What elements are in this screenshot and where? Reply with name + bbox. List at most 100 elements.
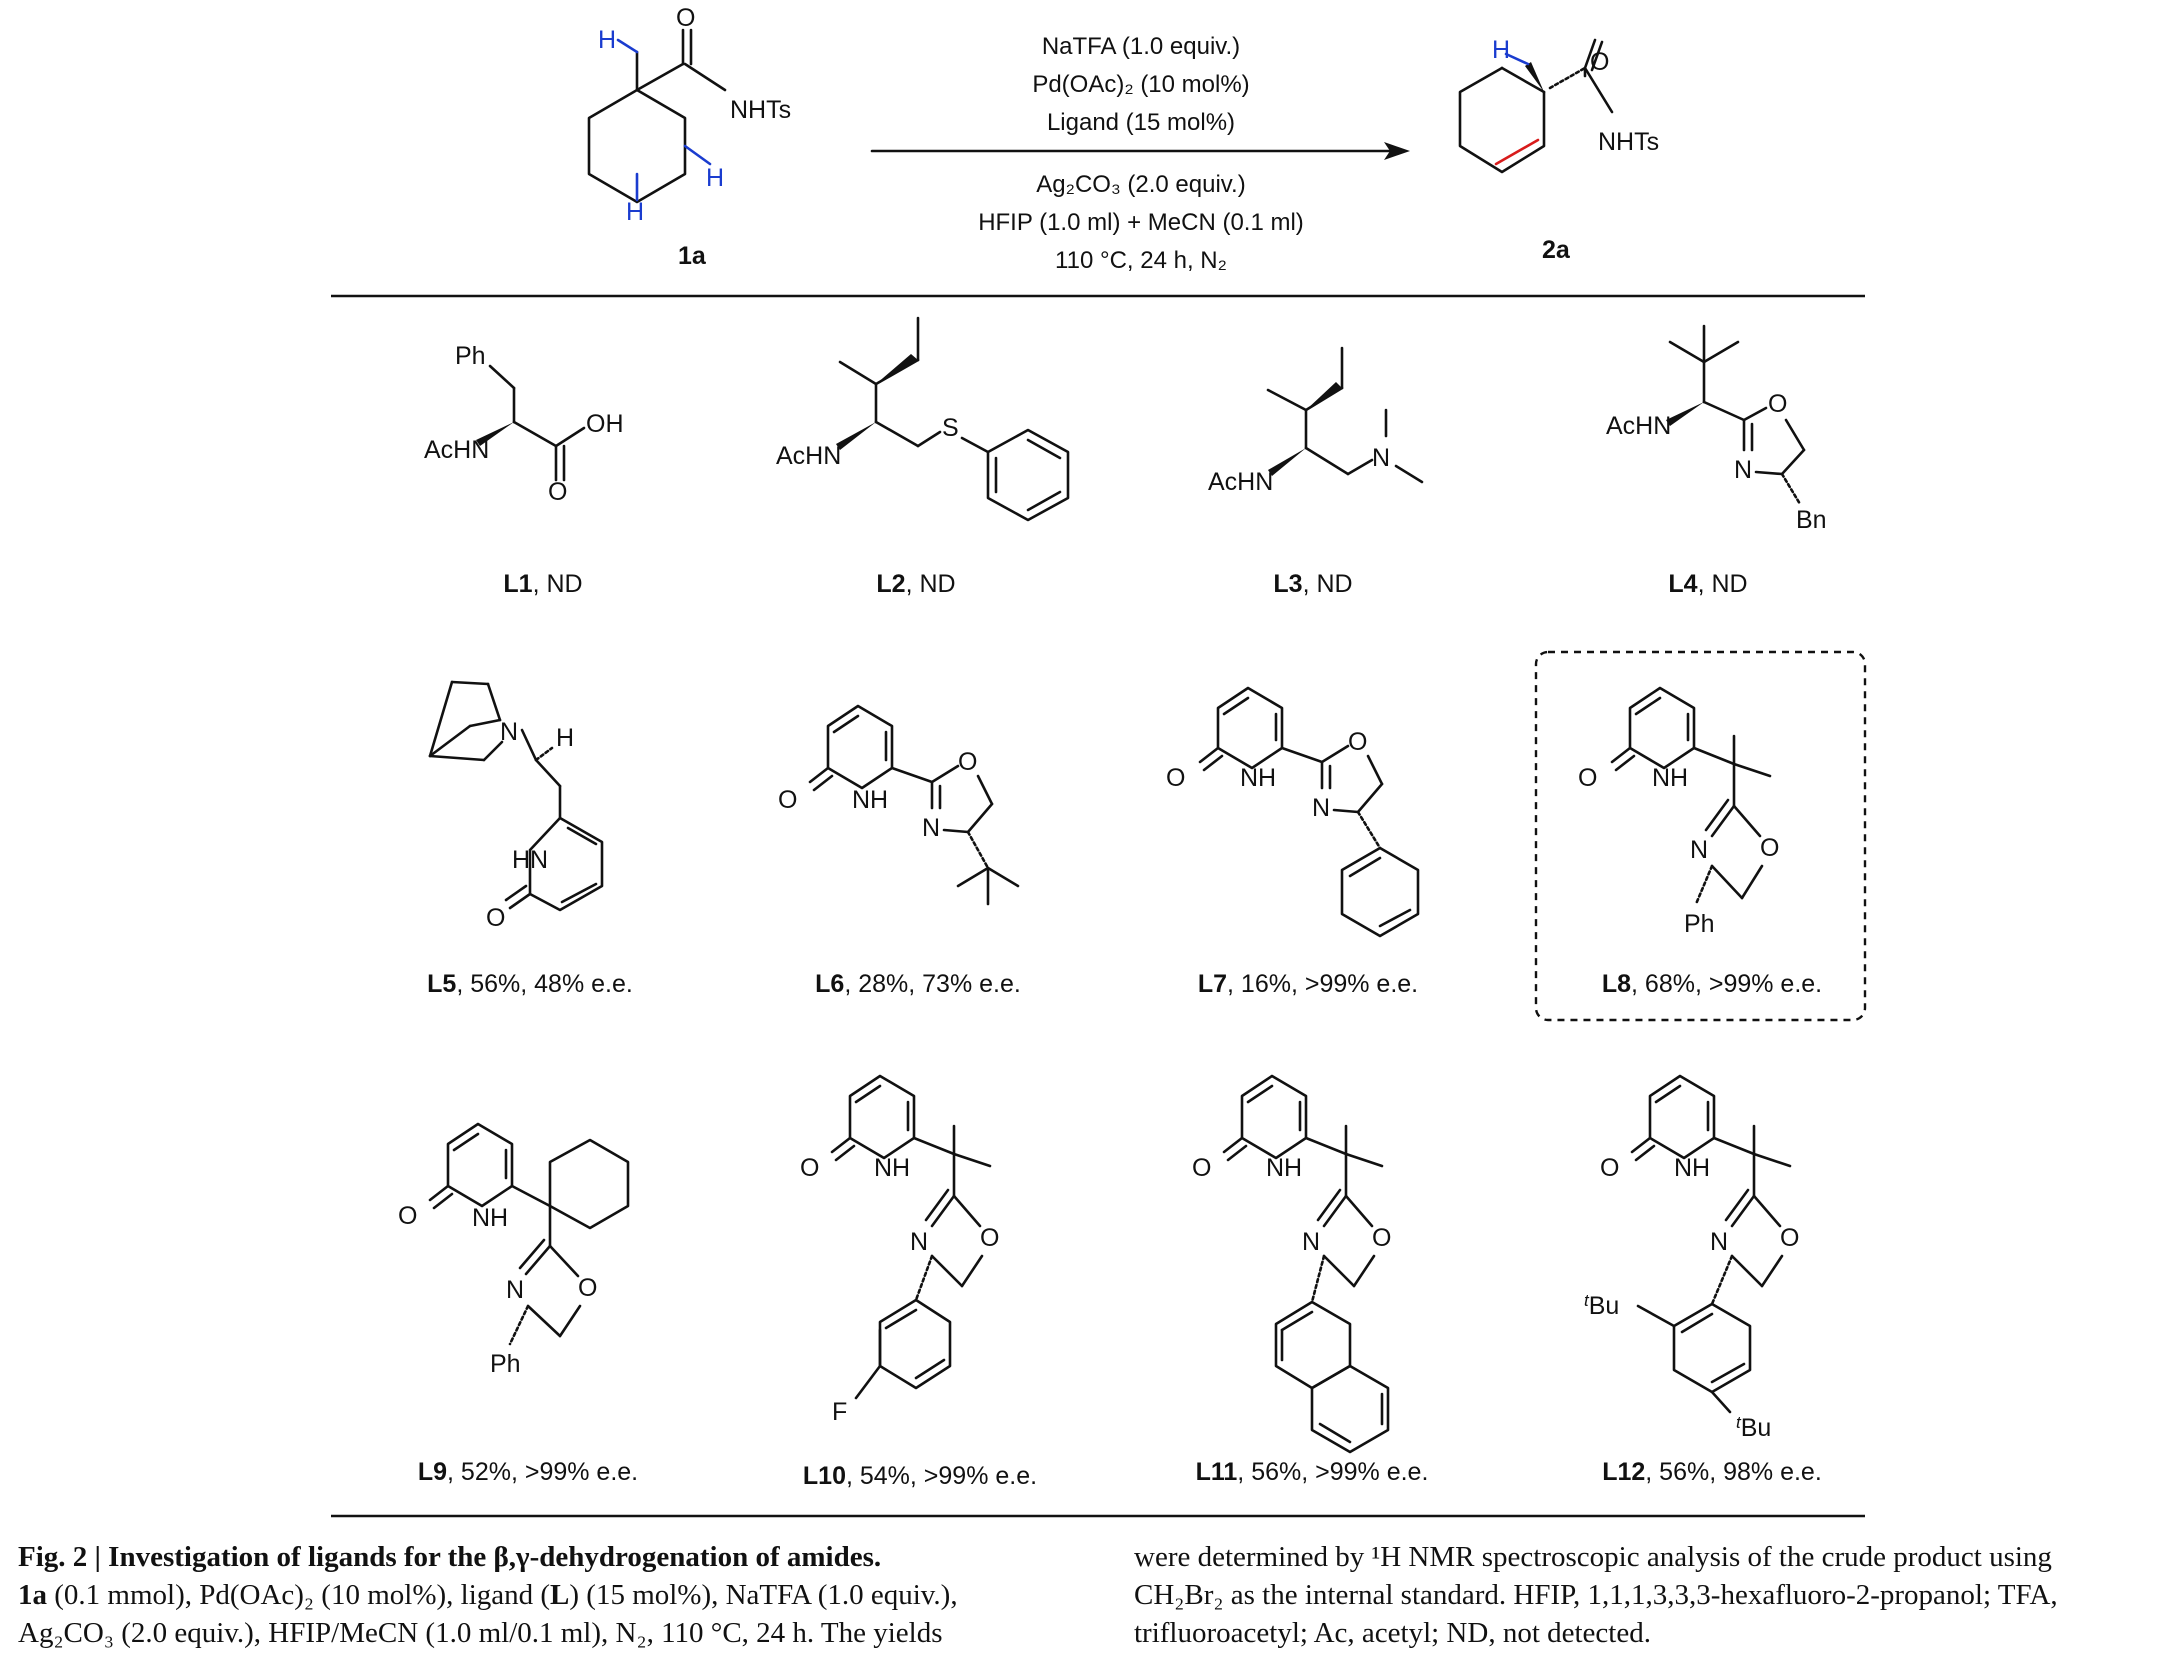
ligand-l10-label: L10, 54%, >99% e.e. <box>803 1462 1037 1490</box>
svg-text:O: O <box>1348 728 1367 756</box>
svg-text:OH: OH <box>586 410 624 438</box>
ligand-l4-structure: AcHN O N Bn <box>1606 324 1827 534</box>
ligand-l1-structure: Ph AcHN O OH <box>424 342 624 506</box>
svg-text:N: N <box>506 1276 524 1304</box>
svg-text:N: N <box>1690 836 1708 864</box>
ligand-l5-structure: N H HN O <box>428 680 604 932</box>
condition-solvent: HFIP (1.0 ml) + MeCN (0.1 ml) <box>978 209 1304 236</box>
svg-text:O: O <box>578 1274 597 1302</box>
ligand-l11-label: L11, 56%, >99% e.e. <box>1196 1458 1429 1486</box>
condition-temperature: 110 °C, 24 h, N₂ <box>1055 247 1227 274</box>
ligand-l11-structure: O NH O N <box>1192 1074 1391 1454</box>
reaction-arrow <box>870 142 1410 160</box>
svg-text:H: H <box>598 26 616 54</box>
svg-text:O: O <box>1768 390 1787 418</box>
svg-text:O: O <box>486 904 505 932</box>
svg-text:S: S <box>942 414 959 442</box>
caption-line-6: trifluoroacetyl; Ac, acetyl; ND, not det… <box>1134 1617 1651 1649</box>
svg-text:O: O <box>1590 48 1609 76</box>
caption-line-1: Fig. 2 | Investigation of ligands for th… <box>18 1538 958 1576</box>
product-2a-structure: H O NHTs 2a <box>1458 36 1659 264</box>
svg-text:AcHN: AcHN <box>424 436 489 464</box>
reaction-conditions: NaTFA (1.0 equiv.) Pd(OAc)₂ (10 mol%) Li… <box>978 33 1304 274</box>
caption-text: (0.1 mmol), Pd(OAc)₂ (10 mol%), ligand ( <box>47 1579 551 1611</box>
ligand-l5-label: L5, 56%, 48% e.e. <box>427 970 633 998</box>
ligand-l8-structure: O NH O N Ph <box>1534 650 1867 1022</box>
svg-text:N: N <box>1312 794 1330 822</box>
svg-text:AcHN: AcHN <box>1606 412 1671 440</box>
condition-pd-catalyst: Pd(OAc)₂ (10 mol%) <box>1032 71 1249 98</box>
substrate-label: 1a <box>678 242 707 270</box>
ligand-l7-structure: O NH O N <box>1166 686 1420 938</box>
svg-text:N: N <box>1710 1228 1728 1256</box>
condition-oxidant: Ag₂CO₃ (2.0 equiv.) <box>1036 171 1245 198</box>
svg-text:O: O <box>676 4 695 32</box>
svg-text:NH: NH <box>1240 764 1276 792</box>
svg-text:N: N <box>1372 444 1390 472</box>
svg-text:NH: NH <box>1266 1154 1302 1182</box>
figure-title: Investigation of ligands for the β,γ-deh… <box>108 1541 882 1573</box>
svg-text:AcHN: AcHN <box>776 442 841 470</box>
svg-text:NH: NH <box>472 1204 508 1232</box>
svg-text:F: F <box>832 1398 847 1426</box>
ligand-l10-structure: O NH O N F <box>800 1074 999 1426</box>
svg-text:O: O <box>980 1224 999 1252</box>
figure-number: Fig. 2 | <box>18 1541 109 1573</box>
svg-text:N: N <box>1734 456 1752 484</box>
svg-text:N: N <box>922 814 940 842</box>
svg-text:H: H <box>706 164 724 192</box>
caption-right-column: were determined by ¹H NMR spectroscopic … <box>1134 1538 2058 1652</box>
svg-text:NHTs: NHTs <box>1598 128 1659 156</box>
caption-ligand-ref: L <box>550 1579 570 1611</box>
ligand-l9-structure: O NH O N Ph <box>398 1122 630 1378</box>
substrate-1a-structure: H O NHTs H H 1a <box>587 4 791 270</box>
ligand-l6-structure: O NH O N <box>778 704 1020 906</box>
ligand-l3-label: L3, ND <box>1273 570 1352 598</box>
svg-text:O: O <box>1780 1224 1799 1252</box>
svg-text:NHTs: NHTs <box>730 96 791 124</box>
condition-naTFA: NaTFA (1.0 equiv.) <box>1042 33 1240 60</box>
ligand-l6-label: L6, 28%, 73% e.e. <box>815 970 1021 998</box>
svg-text:O: O <box>1372 1224 1391 1252</box>
condition-ligand: Ligand (15 mol%) <box>1047 109 1235 136</box>
svg-text:NH: NH <box>874 1154 910 1182</box>
caption-line-4: were determined by ¹H NMR spectroscopic … <box>1134 1541 2052 1573</box>
ligand-l8-label: L8, 68%, >99% e.e. <box>1602 970 1822 998</box>
svg-text:O: O <box>1600 1154 1619 1182</box>
svg-text:Bn: Bn <box>1796 506 1827 534</box>
svg-text:H: H <box>556 724 574 752</box>
svg-text:N: N <box>1302 1228 1320 1256</box>
caption-line-2: 1a (0.1 mmol), Pd(OAc)₂ (10 mol%), ligan… <box>18 1576 958 1614</box>
ligand-l12-structure: O NH O N tBu tBu <box>1584 1074 1799 1442</box>
svg-text:O: O <box>398 1202 417 1230</box>
svg-text:O: O <box>778 786 797 814</box>
svg-text:NH: NH <box>1674 1154 1710 1182</box>
svg-text:O: O <box>1192 1154 1211 1182</box>
ligand-l4-label: L4, ND <box>1668 570 1747 598</box>
ligand-screening-figure: H O NHTs H H 1a NaTFA (1.0 equiv.) Pd(OA… <box>331 4 1867 1518</box>
ligand-l12-label: L12, 56%, 98% e.e. <box>1602 1458 1822 1486</box>
svg-text:HN: HN <box>512 846 548 874</box>
svg-text:NH: NH <box>852 786 888 814</box>
svg-text:O: O <box>958 748 977 776</box>
svg-text:NH: NH <box>1652 764 1688 792</box>
caption-line-5: CH₂Br₂ as the internal standard. HFIP, 1… <box>1134 1579 2058 1611</box>
caption-text: ) (15 mol%), NaTFA (1.0 equiv.), <box>569 1579 958 1611</box>
ligand-l9-label: L9, 52%, >99% e.e. <box>418 1458 638 1486</box>
svg-text:tBu: tBu <box>1736 1413 1771 1442</box>
ligand-l8-highlight-box <box>1534 650 1867 1022</box>
caption-line-3: Ag₂CO₃ (2.0 equiv.), HFIP/MeCN (1.0 ml/0… <box>18 1617 943 1649</box>
svg-text:Ph: Ph <box>1684 910 1715 938</box>
caption-left-column: Fig. 2 | Investigation of ligands for th… <box>18 1538 958 1652</box>
svg-text:tBu: tBu <box>1584 1291 1619 1320</box>
svg-text:H: H <box>626 198 644 226</box>
svg-text:Ph: Ph <box>490 1350 521 1378</box>
ligand-l7-label: L7, 16%, >99% e.e. <box>1198 970 1418 998</box>
svg-text:O: O <box>548 478 567 506</box>
ligand-l2-label: L2, ND <box>876 570 955 598</box>
caption-compound-ref: 1a <box>18 1579 47 1611</box>
svg-text:H: H <box>1492 36 1510 64</box>
ligand-l1-label: L1, ND <box>503 570 582 598</box>
svg-text:Ph: Ph <box>455 342 486 370</box>
ligand-l2-structure: AcHN S <box>776 316 1070 522</box>
